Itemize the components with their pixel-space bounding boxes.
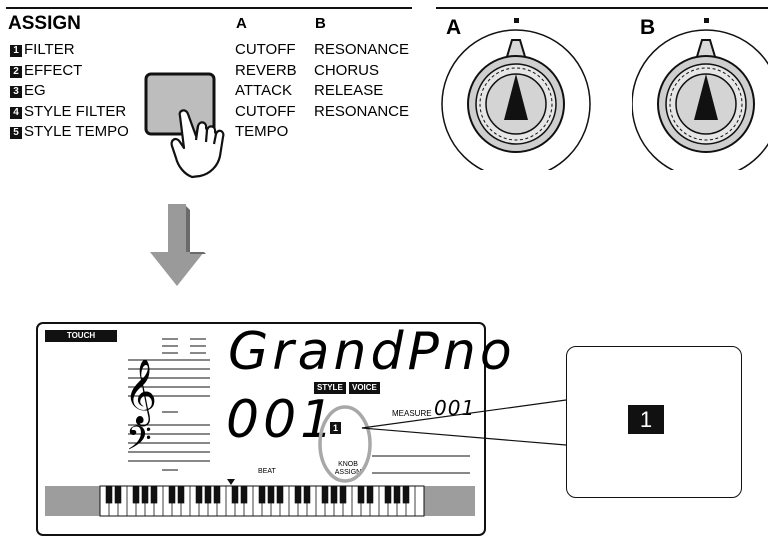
voice-indicator: VOICE (349, 382, 380, 394)
number-badge: 5 (10, 127, 22, 139)
voice-number-display: 001 (226, 390, 338, 450)
measure-label: MEASURE (392, 409, 432, 418)
knob-assign-number-indicator: 1 (330, 422, 342, 434)
knob-a-label: A (446, 16, 462, 39)
knob-b-value: CHORUS (314, 61, 380, 79)
number-badge: 3 (10, 86, 22, 98)
knob-assign-label: KNOB ASSIGN (326, 461, 370, 477)
knob-b-value: RESONANCE (314, 102, 410, 120)
function-label: STYLE FILTER (24, 102, 127, 120)
knob-b-values: RESONANCE CHORUS RELEASE RESONANCE (314, 40, 409, 122)
knob-panel-rule (436, 7, 768, 9)
touch-indicator: TOUCH (45, 330, 117, 342)
assign-label-text: ASSIGN (334, 469, 362, 476)
beat-label: BEAT (258, 468, 276, 475)
assign-title: ASSIGN (8, 13, 81, 34)
knob-b-label: B (640, 16, 656, 39)
function-label: EFFECT (24, 61, 83, 79)
voice-name-display: GrandPno (228, 322, 516, 382)
knob-a-values: CUTOFF REVERB ATTACK CUTOFF TEMPO (235, 40, 297, 143)
knob-b-pointer-icon (694, 74, 718, 120)
knob-a-value: CUTOFF (235, 41, 296, 58)
column-a-header: A (236, 15, 247, 32)
knob-b-value: RELEASE (314, 82, 384, 99)
assign-button[interactable] (144, 72, 216, 136)
function-label: FILTER (24, 41, 75, 58)
knob-a-value: REVERB (235, 61, 297, 79)
knob-a-value: CUTOFF (235, 102, 296, 120)
knob-a-value: TEMPO (235, 123, 289, 140)
knob-a-pointer-icon (504, 74, 528, 120)
knob-a[interactable] (440, 14, 596, 170)
function-label: STYLE TEMPO (24, 123, 129, 140)
knob-a-value: ATTACK (235, 82, 292, 99)
pressing-finger-icon (170, 109, 225, 179)
down-arrow-icon (150, 204, 206, 286)
knob-b-value: RESONANCE (314, 41, 410, 58)
assign-button-illustration (144, 72, 225, 179)
callout-number-badge: 1 (628, 405, 664, 434)
knob-label-text: KNOB (338, 461, 358, 468)
function-label: EG (24, 82, 46, 99)
measure-value-display: 001 (434, 396, 476, 420)
style-indicator: STYLE (314, 382, 346, 394)
number-badge: 1 (10, 45, 22, 57)
number-badge: 4 (10, 106, 22, 119)
assign-panel-rule (6, 7, 412, 9)
number-badge: 2 (10, 65, 22, 78)
column-b-header: B (315, 15, 326, 32)
knob-b[interactable] (632, 14, 768, 170)
